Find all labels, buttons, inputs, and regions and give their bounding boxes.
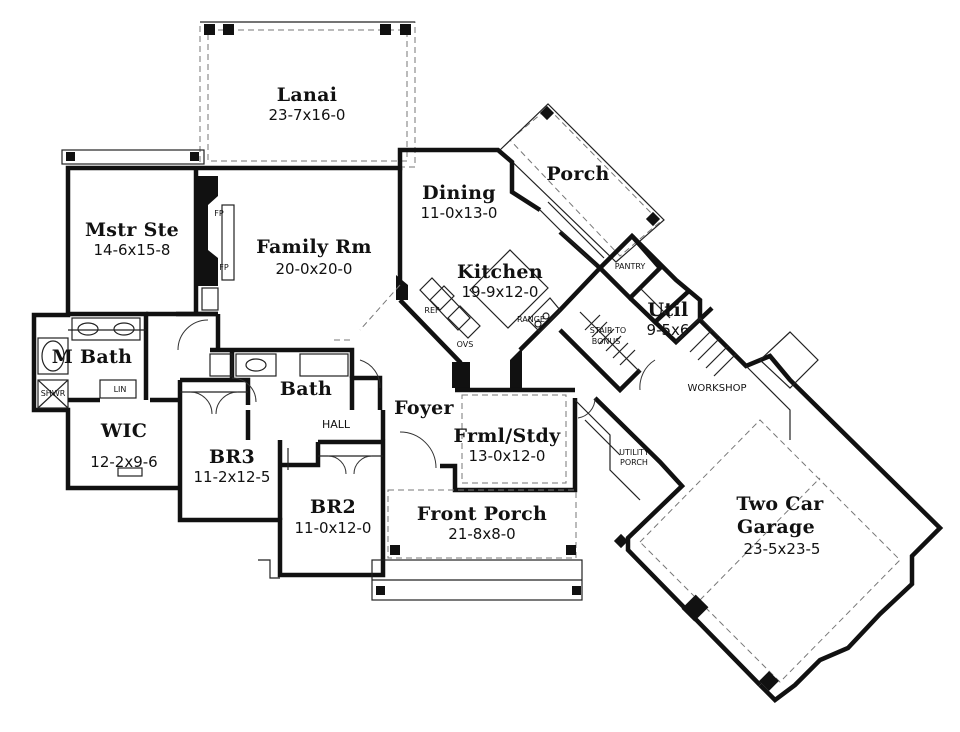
annotation-labels: FP FP PANTRY REF RANGE OVS STAIR TO BONU… (41, 209, 747, 467)
wic-name: WIC (100, 420, 147, 442)
garage-dims: 23-5x23-5 (744, 540, 821, 558)
pantry-label: PANTRY (615, 262, 646, 271)
util-dims: 9-5x6 (647, 321, 690, 339)
dining-name: Dining (422, 182, 496, 204)
mstr-ste-dims: 14-6x15-8 (94, 241, 171, 259)
br2-name: BR2 (310, 496, 356, 518)
room-labels: Lanai 23-7x16-0 Porch Dining 11-0x13-0 M… (52, 84, 824, 558)
stair-label-line1: STAIR TO (590, 326, 626, 335)
family-rm-dims: 20-0x20-0 (276, 260, 353, 278)
br2-dims: 11-0x12-0 (295, 519, 372, 537)
frml-stdy-dims: 13-0x12-0 (469, 447, 546, 465)
garage-name-line1: Two Car (736, 493, 824, 515)
utility-porch-line2: PORCH (620, 458, 648, 467)
m-bath-name: M Bath (52, 346, 132, 368)
br3-dims: 11-2x12-5 (194, 468, 271, 486)
mstr-ste-name: Mstr Ste (85, 219, 179, 241)
br3-name: BR3 (209, 446, 255, 468)
kitchen-name: Kitchen (457, 261, 543, 283)
back-porch (499, 103, 665, 263)
fp-label-upper: FP (214, 209, 224, 218)
stair-label-line2: BONUS (592, 337, 621, 346)
dining-dims: 11-0x13-0 (421, 204, 498, 222)
master-terrace (61, 149, 205, 165)
lin-label: LIN (114, 385, 127, 394)
family-rm-name: Family Rm (256, 236, 372, 258)
ovs-label: OVS (457, 340, 474, 349)
wic-dims: 12-2x9-6 (90, 453, 157, 471)
lanai-area (199, 21, 416, 168)
shwr-label: SHWR (41, 389, 66, 398)
foyer-name: Foyer (394, 397, 454, 419)
workshop-label: WORKSHOP (687, 383, 746, 394)
kitchen-dims: 19-9x12-0 (462, 283, 539, 301)
fp-label-lower: FP (219, 263, 229, 272)
lanai-dims: 23-7x16-0 (269, 106, 346, 124)
front-porch-dims: 21-8x8-0 (448, 525, 515, 543)
front-porch-name: Front Porch (417, 503, 547, 525)
hall-label: HALL (322, 418, 351, 431)
frml-stdy-name: Frml/Stdy (454, 425, 562, 447)
stairs (558, 311, 737, 394)
front-porch-area (371, 489, 583, 601)
util-name: Util (648, 299, 689, 321)
interior-walls (37, 168, 901, 691)
range-label: RANGE (517, 315, 545, 324)
bath-name: Bath (280, 378, 332, 400)
ref-label: REF (424, 306, 440, 315)
utility-porch-line1: UTILITY (619, 448, 649, 457)
lanai-name: Lanai (277, 84, 338, 106)
porch-name: Porch (546, 163, 609, 185)
garage-name-line2: Garage (737, 516, 815, 538)
side-step (258, 559, 280, 579)
